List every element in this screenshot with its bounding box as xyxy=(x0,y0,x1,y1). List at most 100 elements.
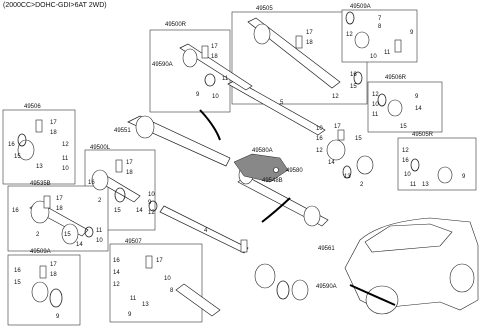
grease-tube xyxy=(295,35,303,49)
label-part: 11 xyxy=(62,156,69,162)
clamp-ring xyxy=(148,200,158,212)
label-group-top: 49505R xyxy=(412,132,434,138)
cv-joint-49509a-top xyxy=(354,31,370,49)
label-part: 11 xyxy=(222,76,229,82)
clamp-ring xyxy=(114,187,126,203)
vehicle-illustration xyxy=(344,217,479,315)
label-part: 9 xyxy=(462,174,466,180)
label-group-top: 49506 xyxy=(24,104,41,110)
label-part: 15 xyxy=(14,280,21,286)
cv-joint-49500l xyxy=(91,169,109,191)
label-part: 10 xyxy=(212,94,219,100)
label-part: 17 xyxy=(50,262,57,268)
bolt-49580 xyxy=(273,167,279,173)
label-part: 18 xyxy=(306,40,313,46)
label-part: 49551 xyxy=(114,128,131,134)
label-part: 13 xyxy=(422,182,429,188)
label-part: 14 xyxy=(113,270,120,276)
clamp-ring xyxy=(410,158,420,172)
cv-joint-49509a xyxy=(31,281,49,303)
cv-joint-49506r xyxy=(387,99,403,117)
label-part: 10 xyxy=(96,238,103,244)
label-part: 12 xyxy=(62,142,69,148)
label-part: 2 xyxy=(360,182,364,188)
label-part: 12 xyxy=(402,148,409,154)
label-part: 15 xyxy=(14,154,21,160)
label-part: 16 xyxy=(8,142,15,148)
cv-joint-mid-2 xyxy=(356,155,374,175)
clamp-ring xyxy=(84,226,94,238)
label-part: 10 xyxy=(316,126,323,132)
label-part: 17 xyxy=(50,120,57,126)
label-part: 9 xyxy=(56,314,60,320)
label-part: 9 xyxy=(128,312,132,318)
label-part: 15 xyxy=(114,208,121,214)
label-part: 9 xyxy=(410,30,414,36)
grease-tube xyxy=(145,255,153,269)
label-part: 49590A xyxy=(152,62,173,68)
clamp-ring xyxy=(276,280,290,300)
label-part: 49580 xyxy=(286,168,303,174)
drive-shaft-marker xyxy=(349,284,396,306)
label-part: 12 xyxy=(148,210,155,216)
clamp-ring xyxy=(342,165,352,179)
label-part: 9 xyxy=(148,200,152,206)
cv-joint-49500r xyxy=(182,48,198,68)
cv-joint-outer xyxy=(303,205,321,227)
grease-tube xyxy=(201,45,209,59)
grease-tube xyxy=(35,119,43,133)
label-part: 18 xyxy=(56,206,63,212)
label-part: 8 xyxy=(170,288,174,294)
label-part: 8 xyxy=(378,24,382,30)
spec-header: (2000CC>DOHC-GDI>6AT 2WD) xyxy=(3,2,107,9)
label-part: 15 xyxy=(64,232,71,238)
label-part: 49580A xyxy=(252,148,273,154)
label-part: 17 xyxy=(306,30,313,36)
label-part: 16 xyxy=(14,268,21,274)
label-part: 49548B xyxy=(262,178,283,184)
label-part: 11 xyxy=(130,296,137,302)
bracket-49580a xyxy=(233,153,289,183)
cv-joint-49590a xyxy=(291,279,309,301)
label-part: 2 xyxy=(98,198,102,204)
label-part: 16 xyxy=(402,158,409,164)
label-group-top: 49535B xyxy=(30,181,51,187)
label-part: 13 xyxy=(142,302,149,308)
grease-tube xyxy=(39,265,47,279)
label-part: 17 xyxy=(156,258,163,264)
label-part: 18 xyxy=(211,54,218,60)
cv-joint-49507 xyxy=(254,263,276,289)
label-part: 16 xyxy=(88,180,95,186)
label-part: 11 xyxy=(96,228,103,234)
label-part: 17 xyxy=(211,44,218,50)
cv-joint-49505 xyxy=(253,23,271,45)
label-part: 5 xyxy=(280,100,284,106)
label-part: 17 xyxy=(334,124,341,130)
label-part: 49590A xyxy=(316,284,337,290)
label-part: 14 xyxy=(415,106,422,112)
label-part: 7 xyxy=(378,16,382,22)
label-group-top: 49505 xyxy=(256,6,273,12)
label-group-top: 49509A xyxy=(350,4,371,10)
cv-joint-mid xyxy=(326,139,346,161)
label-part: 10 xyxy=(164,276,171,282)
label-part: 12 xyxy=(346,32,353,38)
grease-tube xyxy=(394,39,402,53)
label-part: 9 xyxy=(196,92,200,98)
label-group-top: 49500R xyxy=(165,22,187,28)
label-part: 16 xyxy=(113,258,120,264)
label-part: 10 xyxy=(404,172,411,178)
cv-joint-49535b-2 xyxy=(61,223,79,245)
label-part: 16 xyxy=(350,72,357,78)
grease-tube xyxy=(115,159,123,173)
group-box-49509a-top xyxy=(341,9,418,63)
label-part: 14 xyxy=(136,208,143,214)
shaft-4 xyxy=(159,205,249,254)
grease-tube xyxy=(240,239,248,253)
shaft-49505 xyxy=(247,17,341,89)
grease-tube xyxy=(43,195,51,209)
label-part: 18 xyxy=(126,170,133,176)
label-part: 18 xyxy=(50,130,57,136)
